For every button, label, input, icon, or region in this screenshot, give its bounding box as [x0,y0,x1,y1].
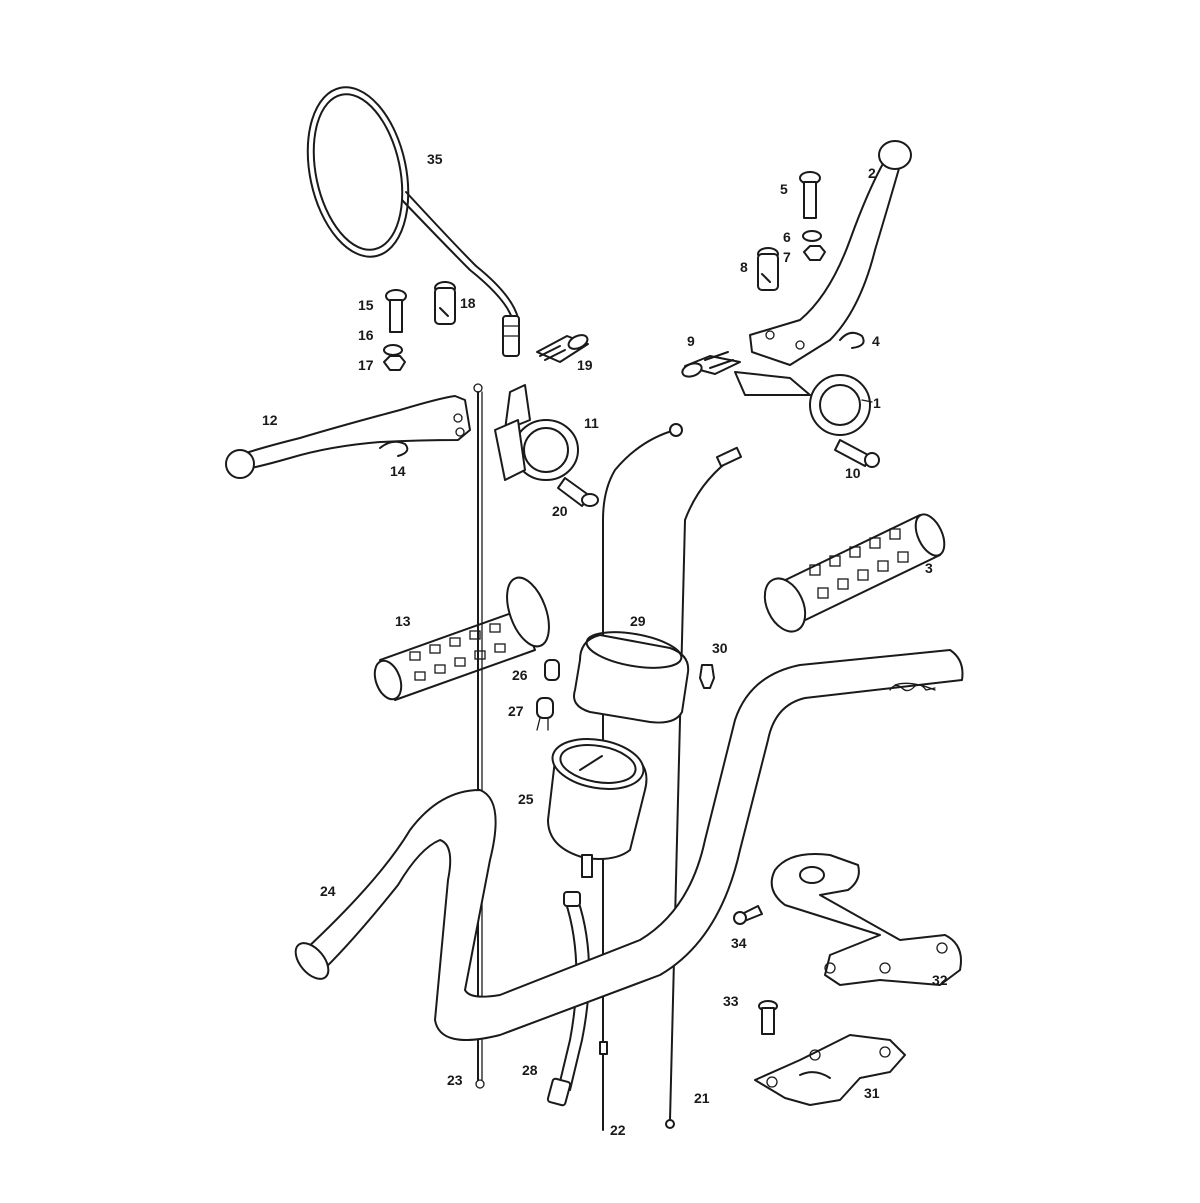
part-2-brake-lever [749,140,912,366]
label-14: 14 [390,463,406,479]
part-18-pin [434,281,456,325]
label-15: 15 [358,297,374,313]
part-26-bulb [544,659,560,681]
label-13: 13 [395,613,411,629]
label-34: 34 [731,935,747,951]
label-22: 22 [610,1122,626,1138]
callout-leaders [861,399,873,403]
part-29-speedo-cup [573,631,690,724]
label-25: 25 [518,791,534,807]
label-1: 1 [873,395,881,411]
part-35-mirror [306,86,520,357]
part-21-brake-cable [665,446,743,1129]
part-16-washer [383,344,403,356]
part-10-screw [834,439,880,468]
part-32-upper-clamp [770,853,962,986]
part-31-lower-clamp [754,1034,906,1106]
label-5: 5 [780,181,788,197]
label-26: 26 [512,667,528,683]
part-22-throttle-cable [599,423,683,1131]
label-9: 9 [687,333,695,349]
part-14-spring [379,440,409,457]
label-10: 10 [845,465,861,481]
part-8-pin [757,247,779,291]
label-33: 33 [723,993,739,1009]
part-23-clutch-cable [473,383,485,1089]
part-4-spring [839,331,865,349]
label-16: 16 [358,327,374,343]
part-27-bulb-holder [536,697,554,731]
label-28: 28 [522,1062,538,1078]
label-35: 35 [427,151,443,167]
part-25-speedometer [547,738,648,878]
label-32: 32 [932,972,948,988]
label-20: 20 [552,503,568,519]
label-23: 23 [447,1072,463,1088]
label-27: 27 [508,703,524,719]
part-11-lever-bracket [494,384,579,481]
part-7-nut [803,245,826,261]
part-1-lever-bracket [734,371,871,436]
label-11: 11 [584,415,599,431]
part-13-left-grip [373,576,550,701]
part-24-handlebar [294,649,964,1041]
label-21: 21 [694,1090,710,1106]
label-30: 30 [712,640,728,656]
artist-signature [889,684,936,692]
label-24: 24 [320,883,336,899]
callout-labels: 1 2 3 4 5 6 7 8 9 10 11 12 13 14 15 16 1… [262,151,948,1138]
part-17-nut [383,355,406,371]
part-15-bolt [385,289,407,333]
label-19: 19 [577,357,593,373]
part-19-adjuster [536,334,589,363]
part-5-bolt [799,171,821,219]
part-3-throttle-grip [763,513,946,633]
part-12-clutch-lever [225,395,471,479]
label-31: 31 [864,1085,880,1101]
label-3: 3 [925,560,933,576]
part-9-adjuster [681,351,741,378]
part-33-bolt [758,1000,778,1035]
part-6-washer [802,230,822,242]
label-6: 6 [783,229,791,245]
label-4: 4 [872,333,880,349]
label-17: 17 [358,357,374,373]
part-34-screw [733,905,763,925]
part-30-screw [699,664,715,689]
label-7: 7 [783,249,791,265]
label-29: 29 [630,613,646,629]
label-8: 8 [740,259,748,275]
label-2: 2 [868,165,876,181]
label-18: 18 [460,295,476,311]
part-20-screw [557,477,599,507]
label-12: 12 [262,412,278,428]
